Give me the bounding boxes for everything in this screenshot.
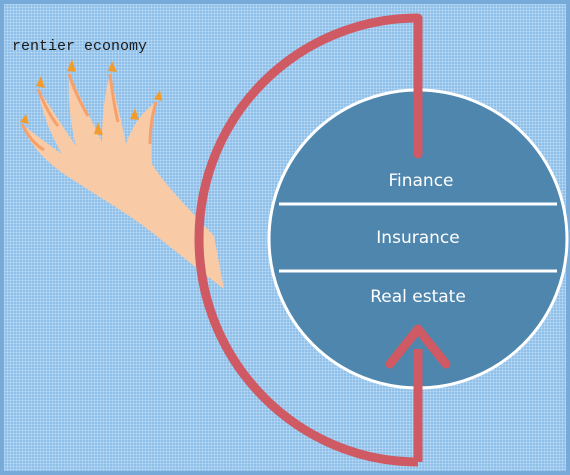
diagram-caption: rentier economy bbox=[12, 38, 148, 55]
loop-arc bbox=[194, 13, 419, 467]
real-estate-label: Real estate bbox=[370, 287, 466, 307]
flame-icon bbox=[20, 59, 224, 289]
rentier-diagram: Finance Insurance Real estate bbox=[20, 13, 569, 467]
finance-label: Finance bbox=[388, 171, 453, 191]
insurance-label: Insurance bbox=[376, 228, 459, 248]
sector-circle: Finance Insurance Real estate bbox=[267, 85, 569, 462]
